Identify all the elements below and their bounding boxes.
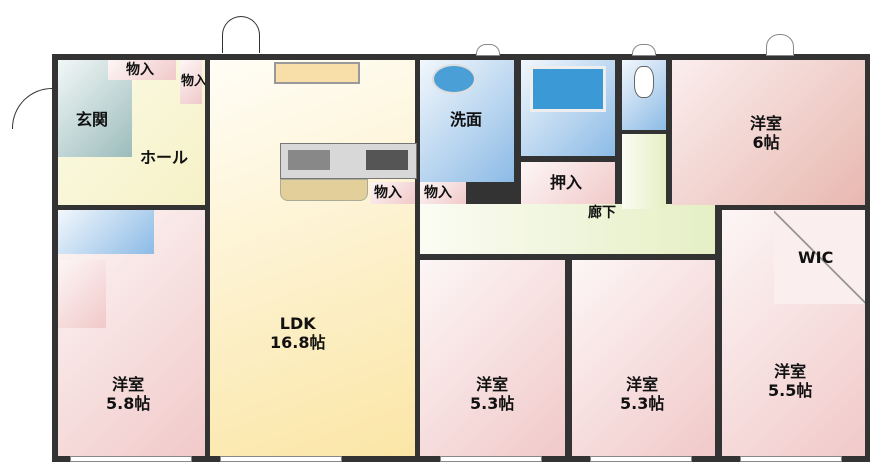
window-bottom-55 — [740, 456, 842, 462]
window-toilet — [632, 44, 656, 56]
hall-label: ホール — [140, 148, 189, 167]
western-6-label: 洋室 6帖 — [750, 114, 782, 152]
window-bottom-ldk — [220, 456, 342, 462]
washbasin — [432, 64, 476, 94]
window-western-6 — [766, 34, 794, 56]
storage-k1-label: 物入 — [374, 185, 402, 201]
western-55-label: 洋室 5.5帖 — [768, 362, 812, 400]
storage-k2 — [420, 182, 466, 204]
oshiire-label: 押入 — [550, 173, 583, 192]
western-6-size: 6帖 — [752, 133, 780, 152]
wic-label: WIC — [798, 248, 834, 267]
bathtub — [530, 66, 606, 112]
storage-top — [108, 60, 176, 80]
corridor — [420, 204, 715, 254]
senmen-label: 洗面 — [450, 110, 483, 129]
wic-room — [774, 210, 865, 304]
western-58-name: 洋室 — [112, 375, 145, 394]
western-53b-name: 洋室 — [626, 375, 659, 394]
western-58-size: 5.8帖 — [106, 394, 151, 413]
stove — [366, 150, 408, 170]
oshiire-room — [521, 162, 615, 204]
kitchen-shelf — [274, 62, 360, 84]
western-53a-name: 洋室 — [476, 375, 509, 394]
western-55-size: 5.5帖 — [768, 381, 813, 400]
window-bottom-53a — [440, 456, 542, 462]
storage-small — [180, 60, 202, 104]
window-senmen — [476, 44, 500, 56]
window-bottom-58 — [70, 456, 192, 462]
window-bottom-53b — [590, 456, 692, 462]
toilet-left — [58, 210, 154, 254]
ldk-name: LDK — [279, 314, 316, 333]
storage-k1 — [370, 182, 415, 204]
corridor-branch — [622, 134, 666, 209]
western-6-name: 洋室 — [750, 114, 783, 133]
storage-k2-label: 物入 — [424, 185, 452, 201]
western-53a-room — [420, 260, 565, 456]
ldk-size: 16.8帖 — [270, 333, 326, 352]
closet-left — [58, 260, 106, 328]
western-55-name: 洋室 — [774, 362, 807, 381]
toilet-bowl — [634, 66, 654, 98]
entrance-door[interactable] — [12, 88, 53, 129]
kitchen-bar — [280, 179, 368, 201]
ldk-room — [210, 60, 415, 456]
western-6-room — [672, 60, 865, 205]
storage-small-label: 物入 — [181, 74, 205, 89]
western-53a-label: 洋室 5.3帖 — [470, 375, 514, 413]
sink — [288, 150, 330, 170]
western-53a-size: 5.3帖 — [470, 394, 515, 413]
western-58-label: 洋室 5.8帖 — [106, 375, 150, 413]
western-53b-room — [572, 260, 715, 456]
rouka-label: 廊下 — [588, 205, 616, 221]
western-53b-size: 5.3帖 — [620, 394, 665, 413]
storage-top-label: 物入 — [126, 62, 154, 78]
genkan-label: 玄関 — [76, 110, 109, 129]
ldk-label: LDK 16.8帖 — [270, 314, 325, 352]
ldk-door[interactable] — [222, 16, 260, 53]
western-53b-label: 洋室 5.3帖 — [620, 375, 664, 413]
floor-plan — [52, 54, 870, 462]
